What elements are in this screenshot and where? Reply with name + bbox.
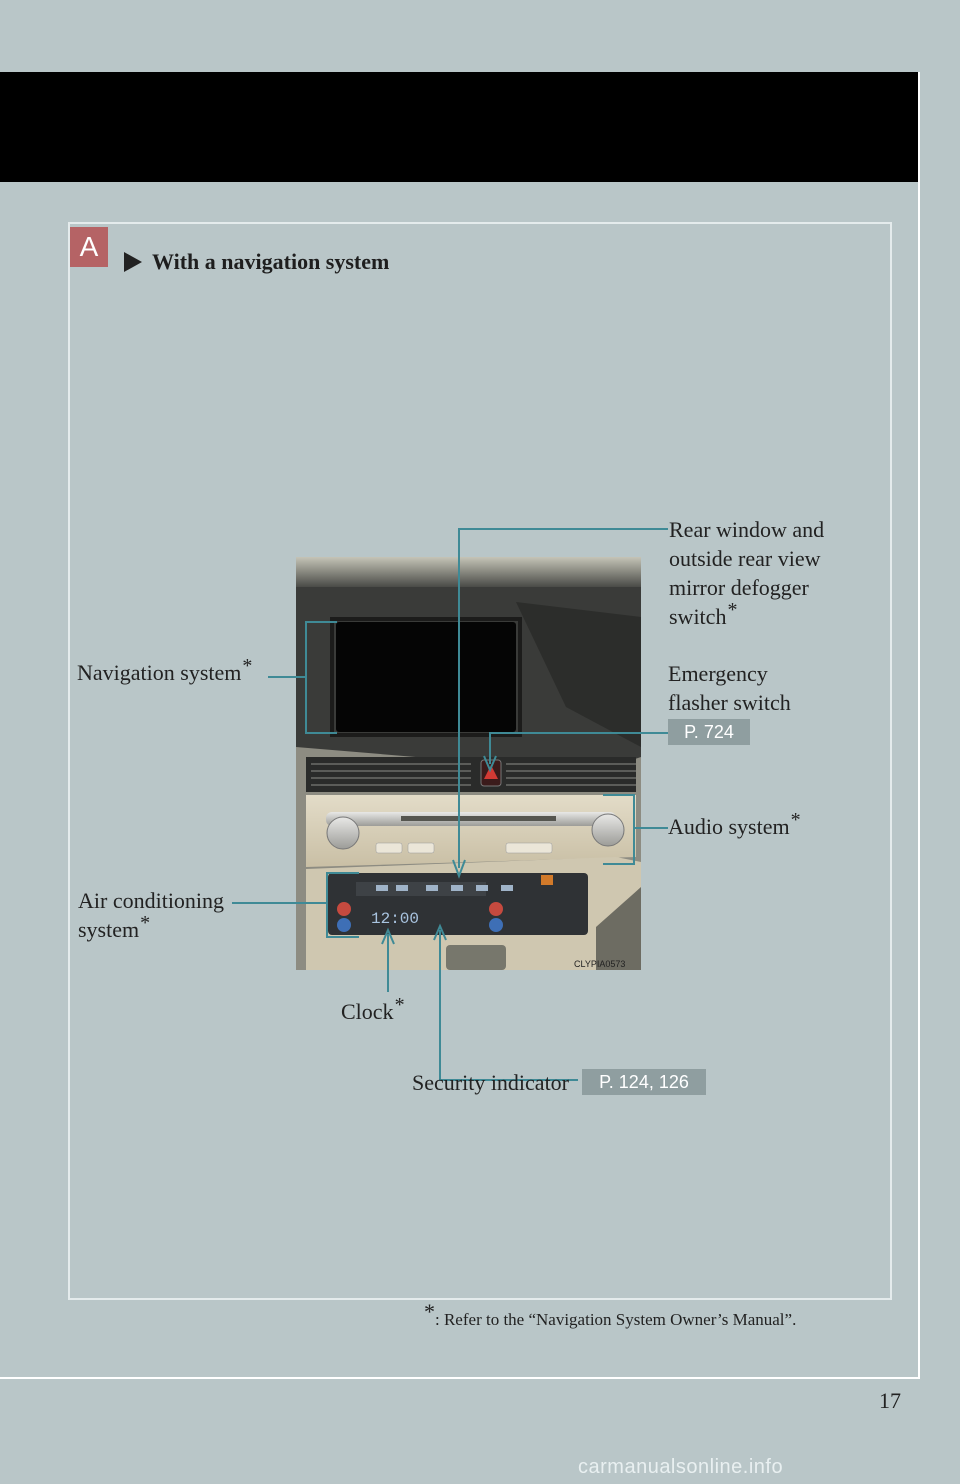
content-box bbox=[68, 222, 892, 1300]
watermark: carmanualsonline.info bbox=[578, 1456, 784, 1478]
label-navigation: Navigation system* bbox=[77, 655, 253, 687]
label-rear-defogger: Rear window and outside rear view mirror… bbox=[669, 515, 824, 631]
footnote: *: Refer to the “Navigation System Owner… bbox=[424, 1301, 797, 1330]
label-text: Navigation system bbox=[77, 660, 242, 685]
label-air-conditioning: Air conditioning system* bbox=[78, 886, 224, 944]
label-line: mirror defogger bbox=[669, 575, 809, 600]
label-audio: Audio system* bbox=[668, 809, 801, 841]
label-text: Clock bbox=[341, 999, 394, 1024]
photo-clock-display: 12:00 bbox=[371, 910, 419, 928]
label-text: system bbox=[78, 917, 140, 942]
header-bar bbox=[0, 72, 918, 182]
page-frame bbox=[0, 72, 920, 1379]
label-line: Air conditioning bbox=[78, 888, 225, 913]
label-line: switch* bbox=[669, 599, 824, 631]
footnote-text: : Refer to the “Navigation System Owner’… bbox=[435, 1310, 797, 1329]
label-line: flasher switch bbox=[668, 690, 791, 715]
section-badge: A bbox=[70, 227, 108, 267]
label-line: outside rear view bbox=[669, 546, 821, 571]
asterisk: * bbox=[790, 809, 801, 831]
asterisk: * bbox=[394, 994, 405, 1016]
label-line: Rear window and bbox=[669, 517, 825, 542]
section-heading: With a navigation system bbox=[124, 246, 389, 278]
asterisk: * bbox=[242, 655, 253, 677]
label-emergency: Emergency flasher switch bbox=[668, 659, 791, 717]
dashboard-illustration: 12:00 CLYPIA0573 bbox=[296, 557, 641, 970]
photo-code: CLYPIA0573 bbox=[574, 959, 625, 969]
dashboard-photo: 12:00 CLYPIA0573 bbox=[296, 557, 641, 970]
label-line: Emergency bbox=[668, 661, 768, 686]
section-heading-text: With a navigation system bbox=[152, 249, 390, 274]
label-security: Security indicator bbox=[412, 1068, 569, 1097]
asterisk: * bbox=[727, 599, 738, 621]
label-text: Audio system bbox=[668, 814, 790, 839]
page-number: 17 bbox=[879, 1388, 901, 1413]
security-page-ref[interactable]: P. 124, 126 bbox=[582, 1069, 706, 1095]
label-text: Security indicator bbox=[412, 1070, 570, 1095]
triangle-icon bbox=[124, 252, 142, 272]
label-line: system* bbox=[78, 912, 224, 944]
label-clock: Clock* bbox=[341, 994, 405, 1026]
label-text: switch bbox=[669, 604, 727, 629]
footnote-mark: * bbox=[424, 1299, 435, 1324]
asterisk: * bbox=[140, 912, 151, 934]
emergency-page-ref[interactable]: P. 724 bbox=[668, 719, 750, 745]
